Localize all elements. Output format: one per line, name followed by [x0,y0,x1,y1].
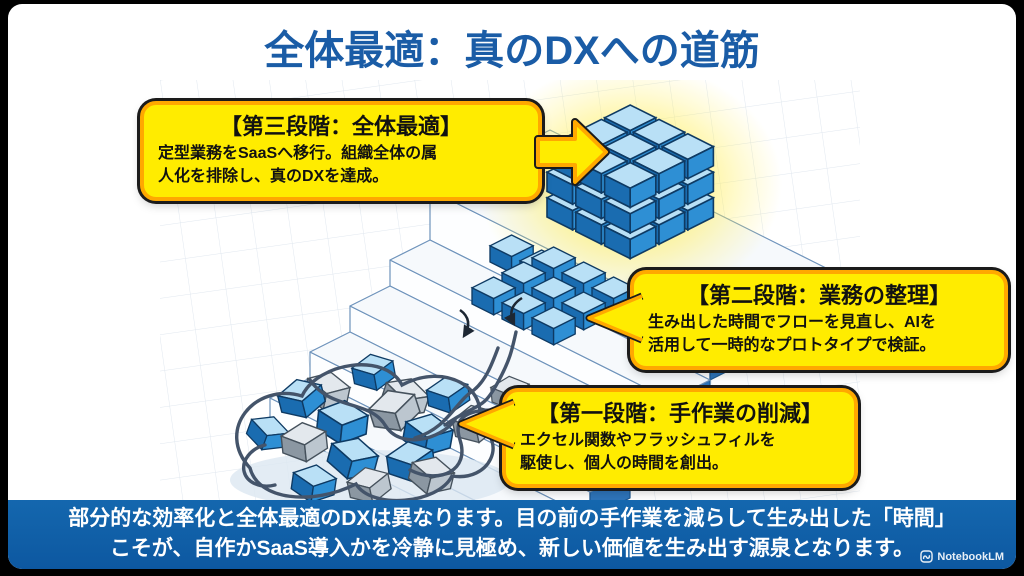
process-arrow [503,296,523,327]
callout-stage1-body-line1: エクセル関数やフラッシュフィルを [520,432,776,449]
slide-card: 全体最適：真のDXへの道筋 [8,4,1016,569]
organized-cubes [459,234,636,346]
callout-stage3-body-line2: 人化を排除し、真のDXを達成。 [158,168,389,185]
footer-text: 部分的な効率化と全体最適のDXは異なります。目の前の手作業を減らして生み出した「… [8,500,1016,564]
callout-stage1-tail [457,398,516,450]
watermark-label: NotebookLM [937,550,1004,563]
callout-stage2-body-line1: 生み出した時間でフローを見直し、AIを [648,314,937,331]
right-block-arrow-icon [534,118,610,186]
callout-stage3-body: 定型業務をSaaSへ移行。組織全体の属 人化を排除し、真のDXを達成。 [144,142,538,188]
callout-stage2-body: 生み出した時間でフローを見直し、AIを 活用して一時的なプロトタイプで検証。 [634,311,1004,357]
callout-stage1-body-line2: 駆使し、個人の時間を創出。 [520,455,729,472]
callout-stage2: 【第二段階：業務の整理】 生み出した時間でフローを見直し、AIを 活用して一時的… [630,270,1008,370]
footer-line-1: 部分的な効率化と全体最適のDXは異なります。目の前の手作業を減らして生み出した「… [68,507,956,530]
callout-stage1: 【第一段階：手作業の削減】 エクセル関数やフラッシュフィルを 駆使し、個人の時間… [502,388,858,488]
callout-stage1-body: エクセル関数やフラッシュフィルを 駆使し、個人の時間を創出。 [506,429,854,475]
notebooklm-watermark: NotebookLM [920,550,1004,563]
callout-stage3-heading: 【第三段階：全体最適】 [219,114,462,139]
page-title: 全体最適：真のDXへの道筋 [264,29,760,73]
callout-stage3: 【第三段階：全体最適】 定型業務をSaaSへ移行。組織全体の属 人化を排除し、真… [140,101,542,201]
process-arrow [459,308,475,339]
notebooklm-logo-icon [920,550,934,563]
footer-line-2: こそが、自作かSaaS導入かを冷静に見極め、新しい価値を生み出す源泉となります。 [109,537,915,560]
callout-stage2-heading: 【第二段階：業務の整理】 [686,283,951,308]
callout-stage2-body-line2: 活用して一時的なプロトタイプで検証。 [648,337,936,354]
tangle-wires [235,330,518,503]
footer-bar: 部分的な効率化と全体最適のDXは異なります。目の前の手作業を減らして生み出した「… [8,500,1016,569]
callout-stage1-heading: 【第一段階：手作業の削減】 [536,401,823,426]
callout-stage2-tail [585,292,644,344]
callout-stage3-body-line1: 定型業務をSaaSへ移行。組織全体の属 [158,145,438,162]
